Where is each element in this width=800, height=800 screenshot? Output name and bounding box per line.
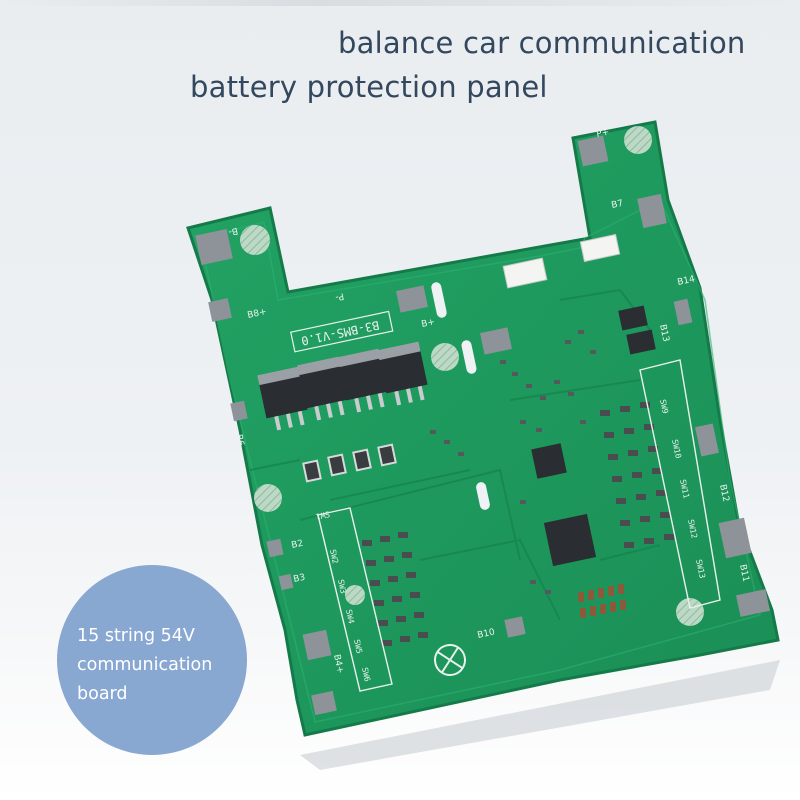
headline-line-2: battery protection panel (190, 70, 548, 104)
label-b7: B7 (611, 199, 625, 211)
badge-line-1: 15 string 54V (77, 626, 195, 646)
badge-line-3: board (77, 684, 128, 704)
connection-pads (195, 126, 770, 716)
label-sw3: SW3 (336, 579, 348, 595)
label-b11: B11 (737, 564, 750, 583)
label-p-minus: P- (334, 290, 344, 302)
label-sw13: SW13 (694, 559, 707, 580)
headline-line-1: balance car communication (338, 26, 746, 60)
label-b6: B6 (233, 434, 245, 448)
resistor-array (578, 584, 626, 618)
shunt-resistors (302, 443, 397, 483)
pcb-traces (249, 288, 661, 621)
label-sw9: SW9 (658, 399, 670, 415)
label-b2: B2 (291, 539, 305, 551)
label-sw5: SW5 (352, 639, 364, 655)
board-slots (431, 282, 490, 510)
balance-connectors (502, 233, 621, 289)
pcb-outline (186, 120, 780, 737)
label-sw12: SW12 (686, 519, 699, 540)
smd-components-right (600, 402, 674, 548)
pcb-inner-edge (199, 198, 761, 723)
label-sw11: SW11 (678, 479, 691, 500)
top-edge (0, 0, 800, 6)
board-shadow (300, 660, 780, 770)
spec-badge-text: 15 string 54V communication board (77, 622, 247, 709)
label-sw10: SW10 (670, 439, 683, 460)
label-b-minus: B- (227, 225, 238, 237)
smd-components-left (362, 532, 428, 646)
label-sw4: SW4 (344, 609, 356, 625)
label-b-plus: B+ (421, 317, 436, 330)
model-silkscreen (290, 310, 394, 353)
label-b14: B14 (677, 274, 697, 288)
sw-frames (317, 359, 721, 692)
label-b3: B3 (293, 573, 307, 585)
label-sw2: SW2 (328, 549, 340, 565)
label-sw1: SW1 (315, 509, 331, 521)
compliance-mark (434, 644, 466, 676)
mosfet-row (257, 341, 428, 431)
label-b4-plus: B4+ (331, 654, 345, 675)
label-sw6: SW6 (360, 667, 372, 683)
smd-components-center (430, 330, 596, 594)
label-b10: B10 (477, 627, 497, 641)
label-b12: B12 (717, 484, 730, 503)
label-b8-plus: B8+ (247, 307, 268, 321)
spec-badge (57, 565, 247, 755)
microcontroller-chips (531, 305, 656, 567)
label-b13: B13 (657, 324, 670, 343)
badge-line-2: communication (77, 655, 213, 675)
label-p-plus: P+ (596, 127, 611, 139)
